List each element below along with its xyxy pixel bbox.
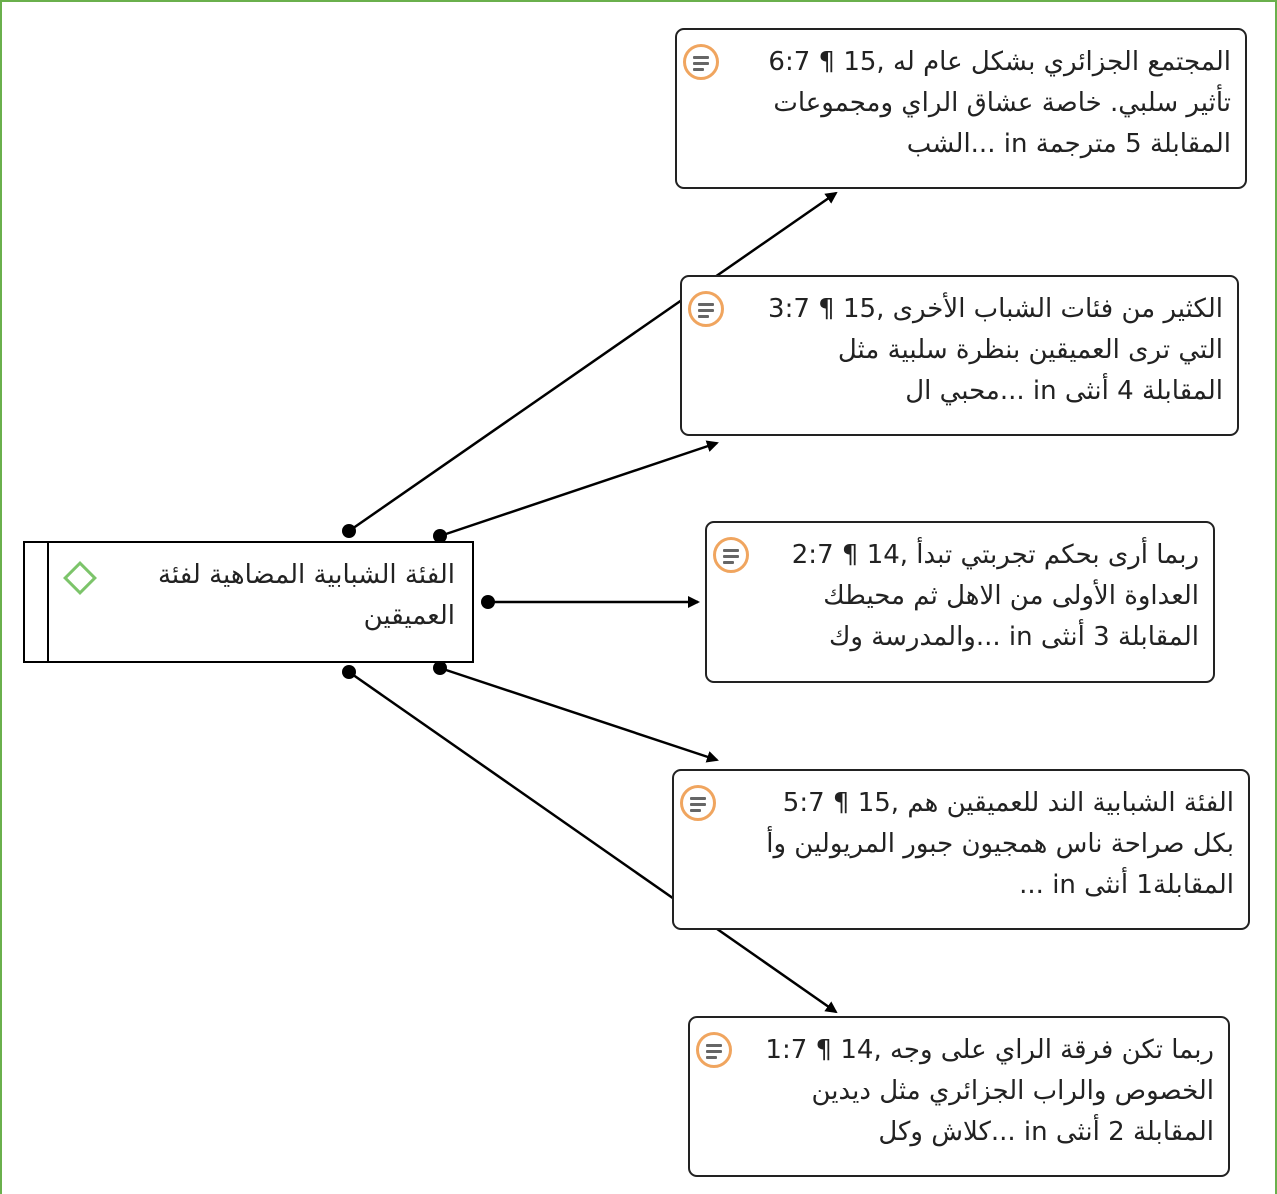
quotation-line: العداوة الأولى من الاهل ثم محيطك [823, 581, 1199, 611]
quotation-line: المقابلة 5 مترجمة in ...الشب [906, 129, 1231, 159]
quotation-line: الفئة الشبابية الند للعميقين هم ,15 ¶ 5:… [782, 788, 1234, 818]
quotation-node-1-7[interactable]: ربما تكن فرقة الراي على وجه ,14 ¶ 1:7 ال… [688, 1016, 1230, 1177]
code-node-bar [47, 543, 49, 661]
quotation-line: المجتمع الجزائري بشكل عام له ,15 ¶ 6:7 [768, 47, 1231, 77]
diamond-code-icon [63, 561, 97, 595]
link-start-dot [342, 665, 356, 679]
quotation-line: تأثير سلبي. خاصة عشاق الراي ومجموعات [773, 88, 1231, 118]
quotation-text: الفئة الشبابية الند للعميقين هم ,15 ¶ 5:… [722, 783, 1234, 906]
quotation-line: بكل صراحة ناس همجيون جبور المريولين وأ [766, 829, 1234, 859]
document-quotation-icon [713, 537, 749, 573]
link-start-dot [342, 524, 356, 538]
document-quotation-icon [696, 1032, 732, 1068]
quotation-node-3-7[interactable]: الكثير من فئات الشباب الأخرى ,15 ¶ 3:7 ا… [680, 275, 1239, 436]
link-to-quote-6-7[interactable] [348, 191, 838, 533]
link-start-dot [481, 595, 495, 609]
quotation-line: المقابلة 4 أنثى in ...محبي ال [905, 376, 1223, 406]
link-start-dot [433, 661, 447, 675]
quotation-line: ربما تكن فرقة الراي على وجه ,14 ¶ 1:7 [765, 1035, 1214, 1065]
quotation-node-2-7[interactable]: ربما أرى بحكم تجربتي تبدأ ,14 ¶ 2:7 العد… [705, 521, 1215, 683]
quotation-node-6-7[interactable]: المجتمع الجزائري بشكل عام له ,15 ¶ 6:7 ت… [675, 28, 1247, 189]
quotation-line: الكثير من فئات الشباب الأخرى ,15 ¶ 3:7 [768, 294, 1223, 324]
quotation-line: ربما أرى بحكم تجربتي تبدأ ,14 ¶ 2:7 [791, 540, 1199, 570]
code-label: الفئة الشبابية المضاهية لفئة العميقين [157, 560, 455, 631]
document-quotation-icon [683, 44, 719, 80]
link-start-dot [433, 529, 447, 543]
link-to-quote-5-7[interactable] [439, 666, 719, 763]
link-to-quote-3-7[interactable] [439, 440, 719, 538]
quotation-text: ربما أرى بحكم تجربتي تبدأ ,14 ¶ 2:7 العد… [755, 535, 1199, 658]
link-to-quote-1-7[interactable] [348, 670, 838, 1014]
quotation-line: التي ترى العميقين بنظرة سلبية مثل [837, 335, 1223, 365]
document-quotation-icon [680, 785, 716, 821]
quotation-line: المقابلة 3 أنثى in ...والمدرسة وك [828, 622, 1199, 652]
quotation-node-5-7[interactable]: الفئة الشبابية الند للعميقين هم ,15 ¶ 5:… [672, 769, 1250, 930]
quotation-text: ربما تكن فرقة الراي على وجه ,14 ¶ 1:7 ال… [738, 1030, 1214, 1153]
quotation-text: الكثير من فئات الشباب الأخرى ,15 ¶ 3:7 ا… [730, 289, 1223, 412]
quotation-line: المقابلة 2 أنثى in ...كلاش وكل [878, 1117, 1214, 1147]
quotation-line: المقابلة1 أنثى in ... [1019, 870, 1234, 900]
code-node[interactable]: الفئة الشبابية المضاهية لفئة العميقين [23, 541, 474, 663]
quotation-line: الخصوص والراب الجزائري مثل ديدين [811, 1076, 1214, 1106]
quotation-text: المجتمع الجزائري بشكل عام له ,15 ¶ 6:7 ت… [725, 42, 1231, 165]
document-quotation-icon [688, 291, 724, 327]
